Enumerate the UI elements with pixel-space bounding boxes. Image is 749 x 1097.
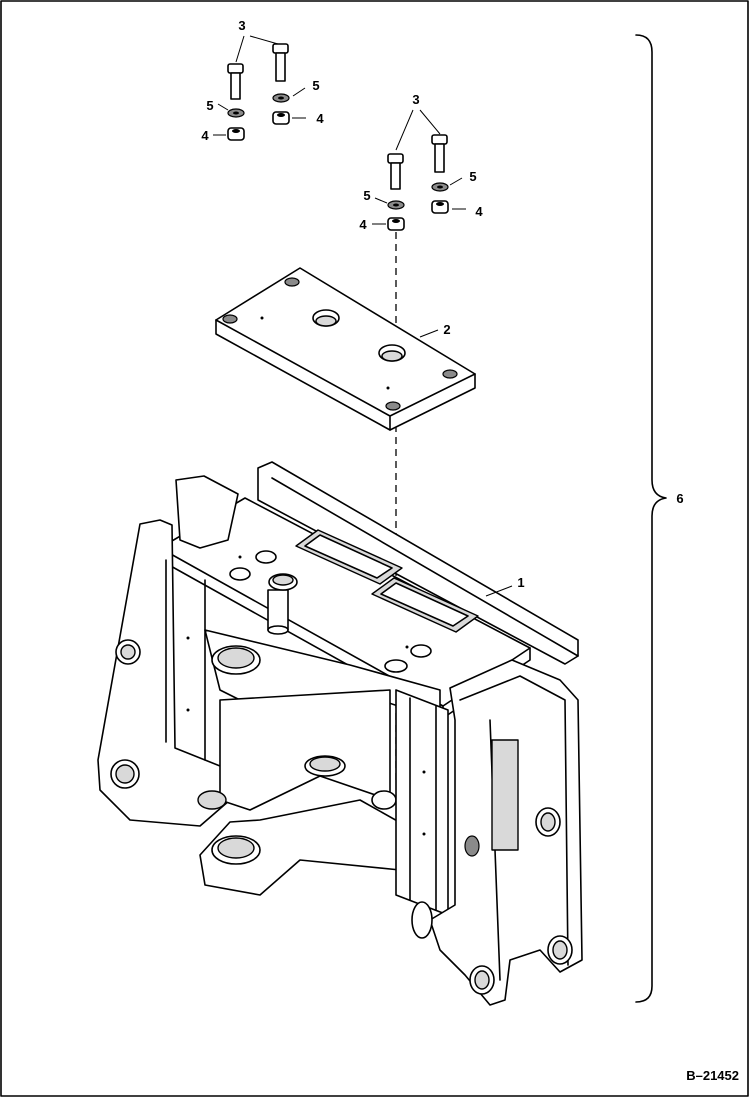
callout-lockwasher-left-b: 5 [312,78,319,93]
bolt-right-b [431,134,448,173]
assembly-bracket [635,34,667,1003]
callout-assembly: 6 [676,491,683,506]
hardware-group-right [372,109,466,231]
nut-right-a [387,217,405,231]
nut-right-b [431,200,449,214]
callout-bolt-right: 3 [412,92,419,107]
callout-bolt-left: 3 [238,18,245,33]
bolt-left-b [272,43,289,82]
nut-left-b [272,111,290,125]
frame-pin [267,573,298,635]
bolt-left-a [227,63,244,100]
callout-nut-right-b: 4 [475,204,483,219]
callout-nut-left-a: 4 [201,128,209,143]
hardware-group-left [213,35,306,141]
callout-mounting-plate: 2 [443,322,450,337]
callout-lockwasher-right-b: 5 [469,169,476,184]
callout-swing-frame: 1 [517,575,524,590]
bolt-right-a [387,153,404,190]
callout-nut-right-a: 4 [359,217,367,232]
reference-code: B–21452 [686,1068,739,1083]
mounting-plate [215,267,476,431]
callout-lockwasher-right-a: 5 [363,188,370,203]
swing-frame [97,461,583,1006]
callout-lockwasher-left-a: 5 [206,98,213,113]
frame-slots [295,529,479,633]
nut-left-a [227,127,245,141]
callout-nut-left-b: 4 [316,111,324,126]
